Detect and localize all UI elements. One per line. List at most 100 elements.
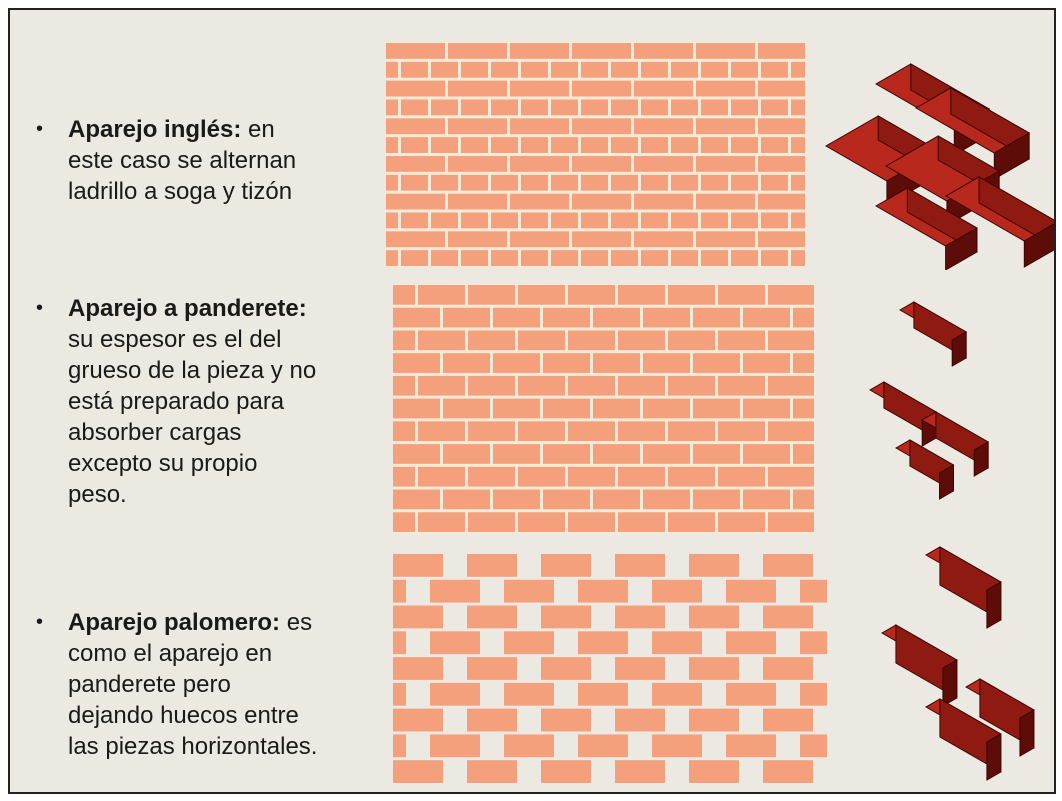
item-line: su espesor es el del — [68, 326, 282, 353]
brick — [393, 708, 443, 732]
brick — [393, 398, 440, 419]
brick — [696, 231, 755, 248]
item-heading: Aparejo inglés: — [68, 116, 242, 143]
brick — [611, 61, 638, 78]
brick — [551, 61, 578, 78]
brick — [643, 489, 690, 510]
brick — [518, 375, 565, 396]
brick — [572, 118, 631, 135]
brick — [541, 605, 591, 629]
brick — [418, 285, 465, 305]
brick — [504, 734, 554, 758]
brick — [693, 353, 740, 373]
brick — [731, 99, 758, 116]
brick-end-face — [973, 441, 989, 477]
brick — [696, 193, 755, 210]
brick — [393, 657, 443, 680]
palomero-3d-bricks-illustration — [880, 546, 1035, 781]
brick — [611, 137, 638, 153]
item-heading-tail: en — [241, 116, 275, 143]
brick — [689, 605, 739, 629]
brick — [793, 398, 814, 419]
brick — [541, 708, 591, 732]
brick — [543, 353, 590, 373]
brick — [581, 174, 608, 191]
brick — [634, 43, 693, 59]
brick — [401, 212, 428, 229]
item-line: excepto su propio — [68, 450, 258, 477]
panderete-wall-illustration — [393, 284, 814, 534]
brick — [731, 61, 758, 78]
brick — [668, 466, 715, 487]
brick — [701, 250, 728, 266]
brick — [443, 307, 490, 328]
brick — [518, 330, 565, 351]
brick — [615, 760, 665, 783]
brick — [791, 174, 805, 191]
brick — [763, 554, 813, 577]
brick — [418, 512, 465, 532]
bullet-icon: • — [36, 297, 44, 319]
brick — [718, 421, 765, 442]
brick — [718, 330, 765, 351]
brick — [671, 250, 698, 266]
brick — [593, 353, 640, 373]
brick — [615, 554, 665, 577]
bullet-item-aparejo-palomero: • Aparejo palomero: es como el aparejo e… — [36, 607, 366, 762]
brick — [510, 118, 569, 135]
brick — [800, 734, 827, 758]
brick — [581, 250, 608, 266]
brick — [401, 137, 428, 153]
brick — [761, 250, 788, 266]
brick — [551, 174, 578, 191]
brick — [518, 285, 565, 305]
brick — [443, 398, 490, 419]
brick — [467, 605, 517, 629]
brick — [386, 193, 445, 210]
brick — [468, 466, 515, 487]
item-line: está preparado para — [68, 388, 285, 415]
brick — [467, 760, 517, 783]
brick — [581, 61, 608, 78]
brick — [761, 61, 788, 78]
brick — [386, 212, 398, 229]
brick — [461, 99, 488, 116]
item-line: como el aparejo en — [68, 640, 273, 667]
brick — [701, 99, 728, 116]
brick — [726, 579, 776, 603]
brick-end-face — [1019, 709, 1035, 757]
brick — [689, 708, 739, 732]
brick — [448, 43, 507, 59]
brick — [491, 99, 518, 116]
brick — [761, 137, 788, 153]
brick — [611, 174, 638, 191]
brick — [393, 682, 406, 706]
brick — [581, 212, 608, 229]
brick — [718, 466, 765, 487]
brick — [758, 156, 805, 172]
brick — [671, 212, 698, 229]
brick — [504, 631, 554, 655]
brick — [386, 174, 398, 191]
brick — [652, 682, 702, 706]
brick — [461, 174, 488, 191]
brick — [431, 212, 458, 229]
brick — [541, 657, 591, 680]
brick — [615, 708, 665, 732]
brick — [641, 250, 668, 266]
brick — [696, 43, 755, 59]
brick — [543, 444, 590, 464]
brick — [491, 137, 518, 153]
brick — [768, 421, 814, 442]
item-line: grueso de la pieza y no — [68, 357, 317, 384]
brick-long-face — [978, 176, 1054, 247]
item-line: panderete pero — [68, 671, 231, 698]
brick — [393, 605, 443, 629]
brick — [431, 137, 458, 153]
brick — [793, 307, 814, 328]
brick — [643, 398, 690, 419]
brick — [701, 137, 728, 153]
brick — [493, 489, 540, 510]
brick — [401, 250, 428, 266]
brick — [493, 398, 540, 419]
